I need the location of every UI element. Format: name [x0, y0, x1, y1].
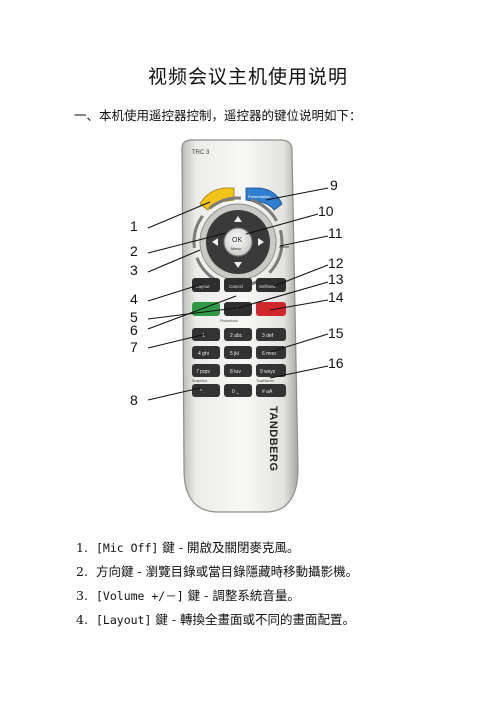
list-item-key: [Volume +/－] — [96, 589, 184, 603]
key-hash: # aA — [262, 389, 273, 395]
touchtones-label: Touchtones — [256, 379, 274, 383]
selfview-label: Selfview — [259, 284, 277, 289]
ok-button — [223, 227, 253, 257]
menu-label: Menu — [231, 246, 241, 251]
remote-control-figure: TRC 3 Presentation OK Menu Zoom Layout C… — [130, 139, 344, 513]
list-item-number: 2. — [76, 564, 88, 579]
list-item-number: 4. — [76, 612, 88, 627]
list-item-key: [Mic Off] — [96, 541, 159, 555]
key-star: * . — [200, 389, 205, 395]
callout-1: 1 — [130, 218, 138, 234]
list-item-number: 1. — [76, 540, 88, 555]
key-3: 3 def — [262, 333, 274, 339]
page-title: 视频会议主机使用说明 — [147, 66, 348, 88]
list-item-text: 鍵 - 調整系統音量。 — [183, 588, 300, 603]
cancel-label: Cancel — [229, 284, 243, 289]
layout-label: Layout — [196, 284, 210, 289]
snapshot-label: Snapshot — [192, 379, 207, 383]
key-0: 0 _ — [232, 389, 239, 395]
zoom-label: Zoom — [279, 244, 290, 249]
key-8: 8 tuv — [230, 369, 241, 375]
callout-lines — [147, 187, 329, 401]
list-item-text: 鍵 - 轉換全畫面或不同的畫面配置。 — [151, 612, 356, 627]
callout-15: 15 — [328, 325, 344, 341]
arrow-left-icon — [212, 238, 218, 246]
callout-14: 14 — [328, 289, 344, 305]
list-item: 3. [Volume +/－] 鍵 - 調整系統音量。 — [76, 589, 358, 613]
key-4: 4 ghi — [198, 351, 209, 357]
key-description-list: 1. [Mic Off] 鍵 - 開啟及關閉麥克風。 2. 方向鍵 - 瀏覽目錄或當… — [76, 541, 358, 637]
arrow-up-icon — [234, 216, 242, 222]
callout-12: 12 — [328, 255, 344, 271]
callout-2: 2 — [130, 243, 138, 259]
selfview-button — [256, 278, 286, 292]
presentation-label: Presentation — [248, 194, 270, 199]
callout-16: 16 — [328, 355, 344, 371]
list-item: 4. [Layout] 鍵 - 轉換全畫面或不同的畫面配置。 — [76, 613, 358, 637]
cancel-button — [224, 278, 252, 292]
key-6: 6 mno — [262, 351, 276, 357]
model-label: TRC 3 — [192, 150, 210, 156]
list-item-text: 方向鍵 - 瀏覽目錄或當目錄隱藏時移動攝影機。 — [96, 564, 359, 579]
arrow-right-icon — [258, 238, 264, 246]
callout-8: 8 — [130, 392, 138, 408]
brand-logo: TANDBERG — [267, 406, 279, 472]
keypad — [192, 328, 286, 397]
key-5: 5 jkl — [230, 351, 239, 357]
callout-7: 7 — [130, 339, 138, 355]
list-item: 2. 方向鍵 - 瀏覽目錄或當目錄隱藏時移動攝影機。 — [76, 565, 358, 589]
callout-4: 4 — [130, 291, 138, 307]
key-1: 1 — [202, 333, 205, 339]
callout-3: 3 — [130, 262, 138, 278]
presentation-button — [245, 187, 283, 211]
layout-button — [192, 278, 220, 292]
intro-text: 一、本机使用遥控器控制，遥控器的键位说明如下： — [74, 108, 362, 123]
callout-11: 11 — [328, 225, 343, 241]
remote-body — [181, 139, 299, 513]
callout-5: 5 — [130, 309, 138, 325]
ok-label: OK — [232, 237, 242, 244]
end-call-button — [256, 302, 286, 316]
list-item-number: 3. — [76, 588, 88, 603]
list-item: 1. [Mic Off] 鍵 - 開啟及關閉麥克風。 — [76, 541, 358, 565]
key-2: 2 abc — [230, 333, 243, 339]
phonebook-label: Phonebook — [220, 319, 238, 323]
callout-9: 9 — [330, 177, 338, 193]
key-7: 7 pqrs — [196, 369, 210, 375]
callout-6: 6 — [130, 322, 138, 338]
key-9: 9 wxyz — [260, 369, 276, 375]
callout-10: 10 — [318, 203, 334, 219]
list-item-text: 鍵 - 開啟及關閉麥克風。 — [158, 540, 300, 555]
arrow-down-icon — [234, 262, 242, 268]
callout-13: 13 — [328, 271, 344, 287]
list-item-key: [Layout] — [96, 613, 152, 627]
